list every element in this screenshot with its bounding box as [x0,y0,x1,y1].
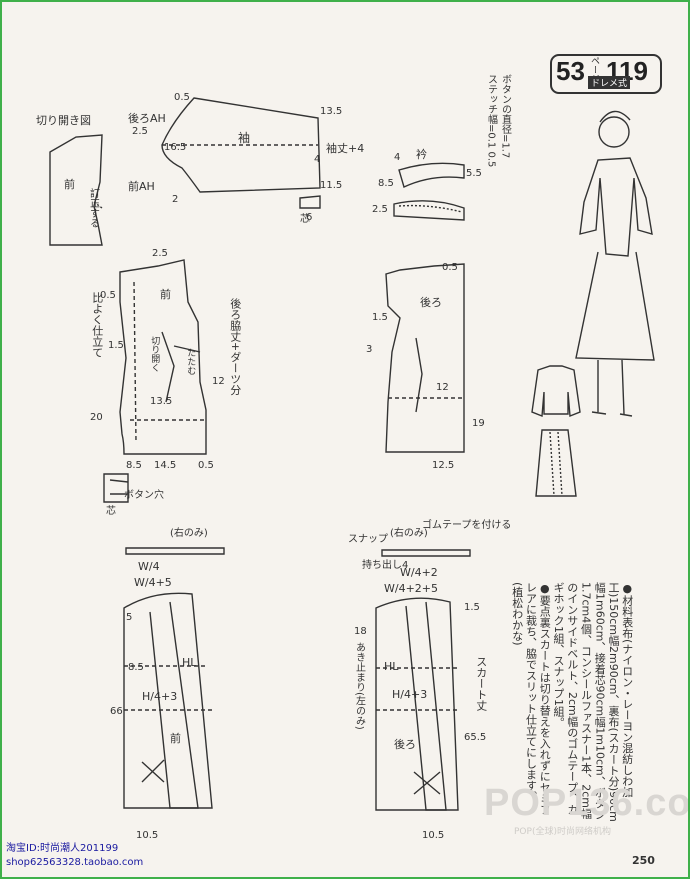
brand: ドレメ式 [588,76,631,89]
dim-back-18: 18 [354,626,367,637]
label-migi-2: (右のみ) [390,526,428,539]
label-snap: スナップ [348,533,388,545]
label-mochidashi: 持ち出し4 [362,558,408,571]
label-hl-1: HL [182,656,197,669]
watermark: POP136.com [484,782,690,824]
dim-front-25: 2.5 [152,248,168,259]
dim-sleeve-top: 0.5 [174,92,190,103]
label-kirihiraku: 切り開く [149,336,160,372]
dim-front-h4p3: H/4+3 [142,690,177,703]
dim-front-66: 66 [110,706,123,717]
label-stitch: ステッチ幅=0.1 0.5 [485,74,497,168]
label-mae-2: 前 [160,287,171,301]
materials-title: ●材料 [620,582,634,617]
materials-text: 表布(ナイロン・レーヨン混紡しわ加工)150cm幅2m90cm、裏布(スカート分… [552,582,634,822]
shop-url: shop62563328.taobao.com [6,857,144,868]
dim-back-12: 12 [436,382,449,393]
label-sodetake: 袖丈+4 [326,141,364,155]
label-mae-1: 前 [64,177,75,191]
points-title: ●要点 [538,582,552,617]
dim-front-skirt-85: 8.5 [128,662,144,673]
page-unit: ページ [589,56,599,83]
dim-back-3: 3 [366,344,372,355]
label-teisei: 訂正する [87,188,99,228]
label-mae-3: 前 [170,731,181,745]
label-button-dia: ボタンの直径=1.7 [499,74,511,159]
dim-front-05b: 0.5 [198,460,214,471]
dim-front-05: 0.5 [100,290,116,301]
dim-front-15: 1.5 [108,340,124,351]
shop-id: 淘宝ID:时尚潮人201199 [6,843,119,854]
dim-back-h4p3: H/4+3 [392,688,427,701]
watermark-sub: POP(全球)时尚网络机构 [514,827,611,837]
label-button-hole: ボタン穴 [124,488,164,501]
points-text: 裏スカートは切り替えを入れずにセミフレアに裁ち、脇でスリット仕立てにします。 [524,582,552,815]
dim-sleeve-4: 4 [314,154,320,165]
dim-sleeve-165: 16.5 [164,142,186,153]
label-ushiro-1: 後ろ [420,295,442,309]
shop-info: 淘宝ID:时尚潮人201199 shop62563328.taobao.com [6,842,143,870]
dim-front-105: 10.5 [136,830,158,841]
dim-sleeve-6: 6 [306,212,312,223]
label-skirt-take: スカート丈 [474,656,488,711]
dim-sleeve-2: 2 [172,194,178,205]
dim-back-15b: 1.5 [464,602,480,613]
dim-front-w4p5: W/4+5 [134,576,172,589]
materials-notes: ●材料表布(ナイロン・レーヨン混紡しわ加工)150cm幅2m90cm、裏布(スカ… [510,582,634,822]
page-reference-box: 53 119 ページ ドレメ式 [550,54,662,94]
dim-back-w4p2: W/4+2 [400,566,438,579]
dim-back-125: 12.5 [432,460,454,471]
dim-collar-4: 4 [394,152,400,163]
dim-back-105: 10.5 [422,830,444,841]
label-gomu: ゴムテープを付ける [422,518,511,531]
dim-sleeve-135: 13.5 [320,106,342,117]
dim-collar-85: 8.5 [378,178,394,189]
dim-collar-55: 5.5 [466,168,482,179]
dim-front-135: 13.5 [150,396,172,407]
label-eri: 衿 [416,147,427,161]
dim-front-145: 14.5 [154,460,176,471]
label-aki: あき止まり(左のみ) [353,642,365,730]
credit: (植松わかな) [510,582,524,646]
dim-front-85: 8.5 [126,460,142,471]
dim-back-w4p2p5: W/4+2+5 [384,582,438,595]
label-ushiro-waki: 後ろ脇丈+ダーツ分 [228,298,242,396]
dim-sleeve-115: 11.5 [320,180,342,191]
dim-front-12: 12 [212,376,225,387]
dim-back-05: 0.5 [442,262,458,273]
label-migi-1: (右のみ) [170,526,208,539]
dim-front-w4: W/4 [138,560,160,573]
dim-back-15: 1.5 [372,312,388,323]
label-shin-1: 芯 [300,212,310,225]
dim-back-19: 19 [472,418,485,429]
dim-back-655: 65.5 [464,732,486,743]
label-mae-ah: 前AH [128,179,155,193]
label-hiyoku: 比よく仕立て [90,292,104,358]
dim-front-skirt-5: 5 [126,612,132,623]
dim-collar-25: 2.5 [372,204,388,215]
dim-sleeve-25: 2.5 [132,126,148,137]
page-left: 53 [556,56,585,86]
label-sode: 袖 [238,130,250,145]
label-tatamu: たたむ [185,348,196,375]
label-ushiro-2: 後ろ [394,737,416,751]
label-kiri: 切り開き図 [36,114,91,127]
label-shin-2: 芯 [106,504,116,517]
label-ushiro-ah: 後ろAH [128,111,166,125]
label-hl-2: HL [384,660,399,673]
dim-front-20: 20 [90,412,103,423]
page-number: 250 [632,854,655,867]
